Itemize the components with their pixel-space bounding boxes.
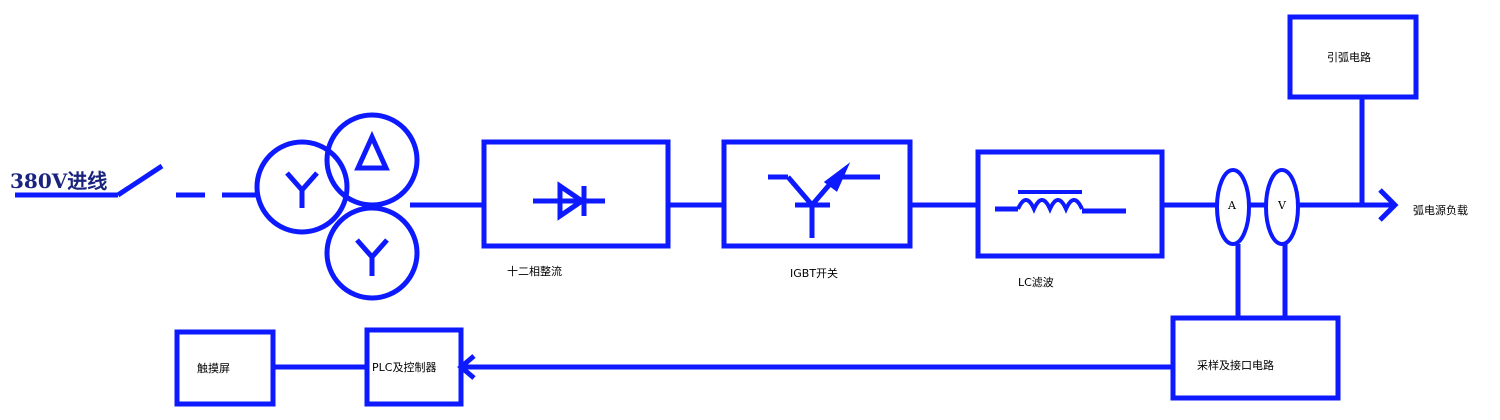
transformer-primary-circle bbox=[254, 139, 350, 235]
rectifier-box bbox=[481, 139, 671, 249]
igbt-icon bbox=[768, 162, 880, 238]
wye-symbol-icon bbox=[285, 171, 319, 208]
rectifier-label: 十二相整流 bbox=[507, 265, 562, 278]
touchscreen-label: 触摸屏 bbox=[197, 362, 230, 375]
transformer-wye-circle bbox=[324, 205, 420, 301]
ammeter-icon bbox=[1215, 168, 1251, 246]
plc-label: PLC及控制器 bbox=[372, 361, 437, 374]
arc-starter-label: 引弧电路 bbox=[1327, 51, 1371, 64]
voltmeter-label: V bbox=[1278, 199, 1286, 212]
voltmeter-icon bbox=[1264, 168, 1300, 246]
inductor-icon bbox=[995, 190, 1126, 214]
sampling-label: 采样及接口电路 bbox=[1197, 359, 1274, 372]
wye-symbol-icon bbox=[355, 238, 389, 276]
lc-filter-label: LC滤波 bbox=[1018, 276, 1054, 289]
delta-symbol-icon bbox=[354, 130, 390, 171]
ammeter-label: A bbox=[1228, 199, 1236, 212]
touchscreen-box bbox=[174, 329, 276, 407]
load-label: 弧电源负载 bbox=[1413, 204, 1468, 217]
transformer-delta-circle bbox=[324, 112, 420, 208]
input-label: 380V进线 bbox=[10, 169, 108, 193]
igbt-box bbox=[721, 139, 913, 249]
arrow-icon bbox=[1378, 188, 1399, 222]
transformer-icon bbox=[254, 112, 420, 301]
switch-icon bbox=[116, 163, 164, 198]
diode-icon bbox=[533, 181, 605, 221]
arc-starter-box bbox=[1287, 14, 1419, 100]
sampling-box bbox=[1170, 315, 1341, 401]
igbt-label: IGBT开关 bbox=[790, 267, 839, 280]
